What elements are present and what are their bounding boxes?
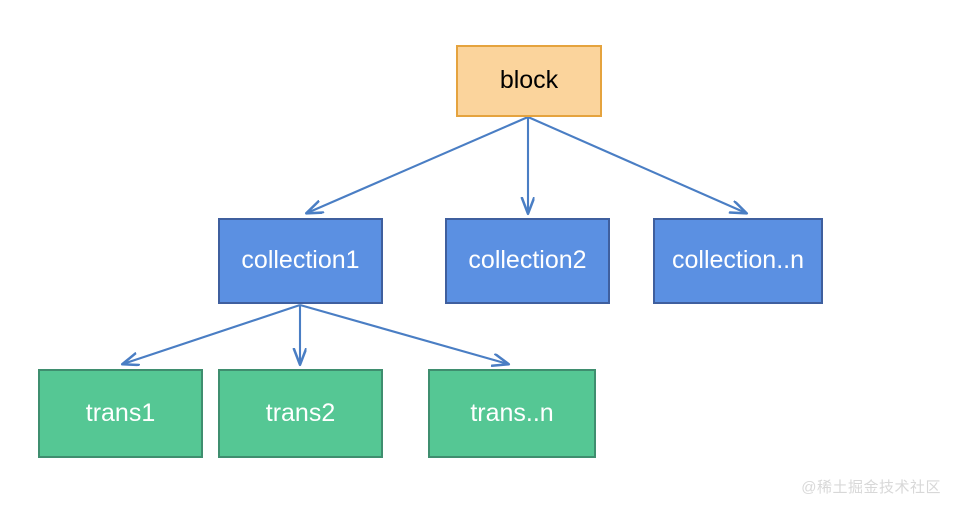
- node-collection1[interactable]: collection1: [218, 218, 383, 304]
- node-trans1[interactable]: trans1: [38, 369, 203, 458]
- edge-collection1-to-trans-n: [299, 303, 508, 364]
- node-collection-n[interactable]: collection..n: [653, 218, 823, 304]
- node-trans2-label: trans2: [265, 398, 336, 427]
- node-trans-n[interactable]: trans..n: [428, 369, 596, 458]
- node-collection1-label: collection1: [241, 246, 360, 275]
- node-trans-n-label: trans..n: [470, 398, 554, 427]
- node-trans2[interactable]: trans2: [218, 369, 383, 458]
- node-collection2-label: collection2: [468, 246, 587, 275]
- edge-block-to-collection1: [307, 116, 529, 213]
- edge-collection1-to-trans1: [123, 304, 301, 364]
- watermark: @稀土掘金技术社区: [801, 479, 941, 496]
- node-trans1-label: trans1: [85, 398, 156, 427]
- node-block-label: block: [499, 66, 559, 95]
- node-block[interactable]: block: [456, 45, 602, 117]
- node-collection-n-label: collection..n: [671, 246, 805, 275]
- node-collection2[interactable]: collection2: [445, 218, 610, 304]
- edge-block-to-collection-n: [527, 116, 746, 213]
